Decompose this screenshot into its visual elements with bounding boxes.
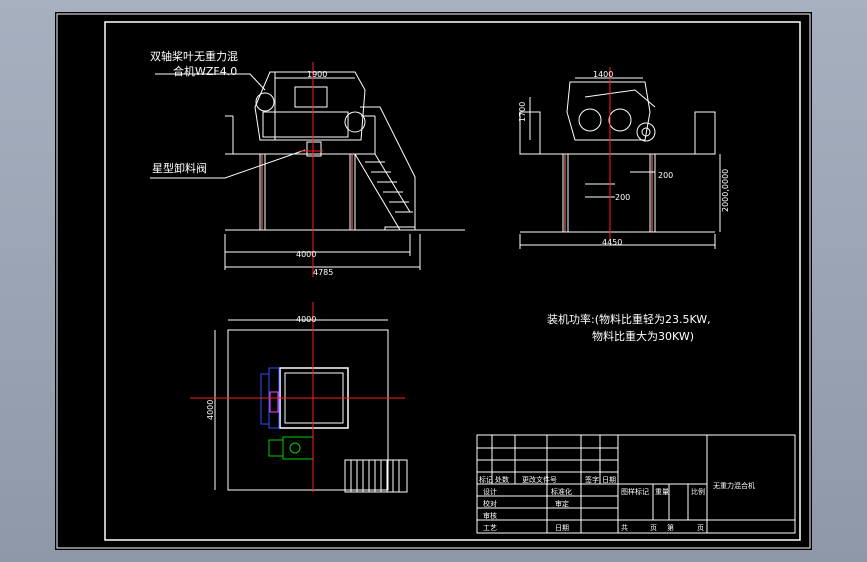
side-dim-width: 4450 — [602, 238, 622, 247]
valve-label: 星型卸料阀 — [152, 161, 207, 175]
tb-date2: 日期 — [555, 524, 569, 532]
front-view — [150, 71, 465, 270]
drawing-svg: 双轴桨叶无重力混 合机WZF4.0 星型卸料阀 1900 4000 4785 1… — [56, 13, 811, 549]
tb-date: 日期 — [602, 476, 616, 484]
tb-sheet-unit: 页 — [650, 524, 657, 532]
tb-check: 校对 — [483, 499, 497, 508]
tb-process: 工艺 — [483, 524, 497, 532]
tb-weight: 重量 — [655, 488, 669, 496]
side-dim-top: 1400 — [593, 70, 613, 79]
title-block — [476, 434, 796, 534]
power-note-line2: 物料比重大为30KW) — [592, 329, 694, 343]
plan-dim-width: 4000 — [296, 315, 316, 324]
plan-dim-height: 4000 — [206, 400, 215, 420]
tb-stage-mark: 图样标记 — [621, 487, 649, 496]
side-dim-height: 1700 — [518, 102, 527, 122]
tb-scale: 比例 — [691, 487, 705, 496]
plan-view — [214, 319, 408, 493]
tb-sign: 签字 — [585, 475, 599, 484]
side-view — [519, 77, 721, 249]
tb-design: 设计 — [483, 487, 497, 496]
front-dim-inner: 4000 — [296, 250, 316, 259]
tb-mark: 标记 — [479, 475, 493, 484]
drawing-name: 无重力混合机 — [713, 481, 755, 490]
inner-frame — [104, 21, 801, 541]
tb-sheet-total: 共 — [621, 523, 628, 532]
tb-sheet-unit2: 页 — [697, 524, 704, 532]
tb-review: 审定 — [555, 499, 569, 508]
side-dim-200a: 200 — [615, 193, 630, 202]
outer-frame — [56, 13, 811, 549]
tb-change-doc: 更改文件号 — [522, 475, 557, 484]
side-dim-total-height: 2000,0000 — [721, 169, 730, 212]
side-dim-200b: 200 — [658, 171, 673, 180]
front-dim-outer: 4785 — [313, 268, 333, 277]
front-title-line2: 合机WZF4.0 — [173, 64, 237, 78]
tb-sheet-no: 第 — [667, 523, 674, 532]
tb-count: 处数 — [495, 475, 509, 484]
power-note-line1: 装机功率:(物料比重轻为23.5KW, — [547, 312, 711, 326]
front-dim-top: 1900 — [307, 70, 327, 79]
tb-audit: 审核 — [483, 511, 497, 520]
tb-standardize: 标准化 — [551, 487, 572, 496]
front-title-line1: 双轴桨叶无重力混 — [150, 49, 238, 63]
drawing-canvas[interactable]: 双轴桨叶无重力混 合机WZF4.0 星型卸料阀 1900 4000 4785 1… — [55, 12, 812, 550]
